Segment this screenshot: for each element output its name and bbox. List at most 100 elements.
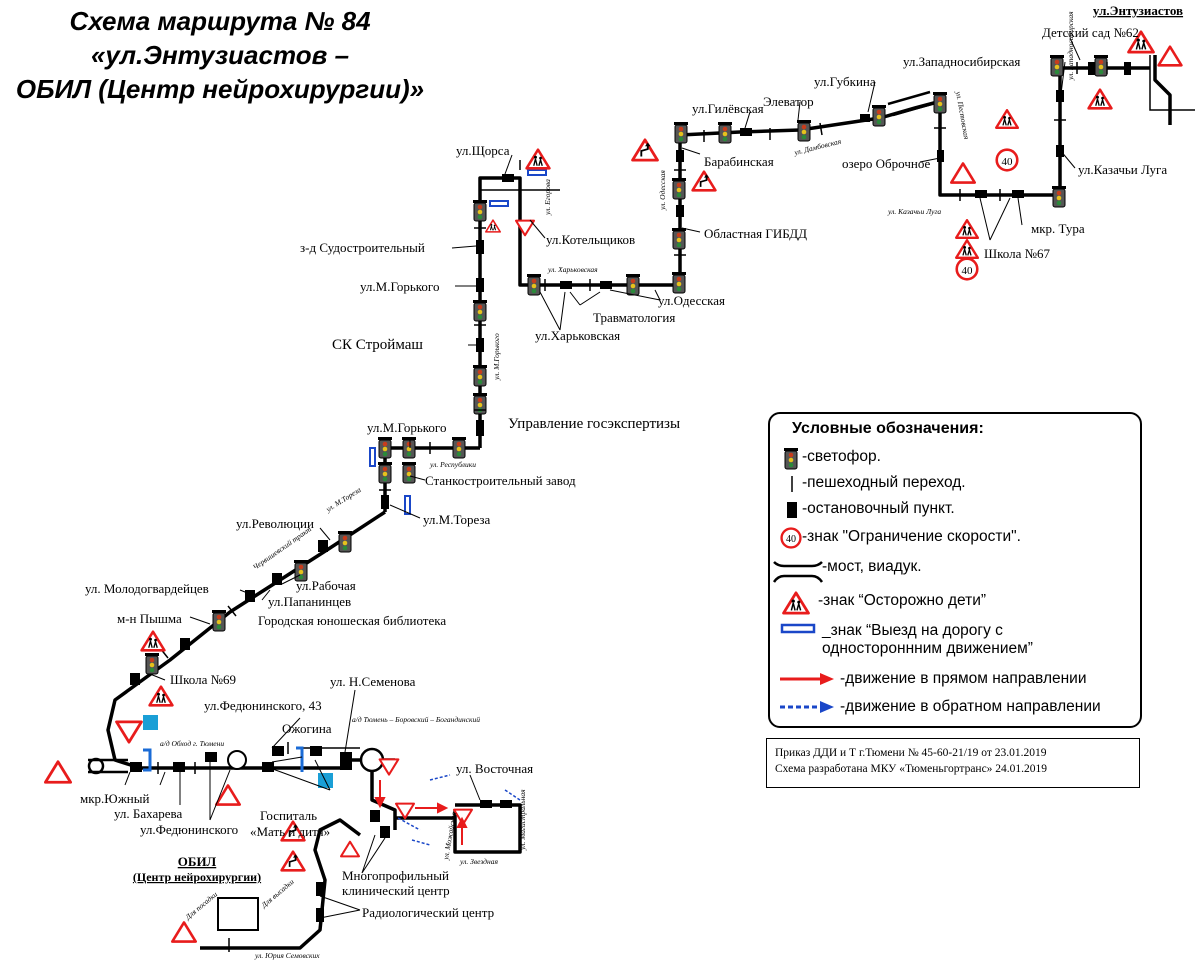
bus-stops	[130, 62, 1131, 922]
street-label: а/д Обход г. Тюмени	[160, 739, 224, 748]
stop-label: Станкостроительный завод	[425, 473, 576, 488]
legend: Условные обозначения: -светофор. -пешехо…	[768, 412, 1142, 728]
street-label: ул. Магистральная	[518, 789, 527, 851]
leader-lines	[124, 37, 1081, 919]
order-note: Приказ ДДИ и Т г.Тюмени № 45-60-21/19 от…	[766, 738, 1140, 788]
stop-label: (Центр нейрохирургии)	[133, 870, 261, 884]
stop-label: ул.М.Горького	[367, 420, 446, 435]
stop-label: ул.М.Горького	[360, 279, 439, 294]
stop-label: ул.Харьковская	[535, 328, 620, 343]
stop-label: ул.Федюнинского	[140, 822, 238, 837]
legend-label: -знак "Ограничение скорости".	[802, 528, 1021, 545]
stop-label: Травматология	[593, 310, 675, 325]
street-label: Для высадки	[259, 877, 296, 910]
legend-label: -знак “Осторожно дети”	[818, 592, 987, 609]
legend-item: -остановочный пункт.	[770, 496, 1140, 526]
order-line: Приказ ДДИ и Т г.Тюмени № 45-60-21/19 от…	[775, 747, 1047, 759]
stop-label: ул. Восточная	[456, 761, 533, 776]
stop-label: ул.Федюнинского, 43	[204, 698, 322, 713]
pedestrian-crossing-icon	[791, 476, 793, 492]
forward-arrow-icon	[780, 673, 834, 685]
stop-label: мкр.Южный	[80, 791, 149, 806]
street-label: ул. Харьковская	[547, 265, 598, 274]
street-label: ул. Пестовская	[954, 90, 972, 141]
speed-limit-signs: 40 40	[955, 148, 1019, 281]
bus-stop-icon	[787, 502, 797, 518]
stop-label: ул.Рабочая	[296, 578, 356, 593]
children-warning-sign-icon	[782, 591, 810, 615]
stop-label: ул. Бахарева	[114, 806, 182, 821]
one-way-exit-sign-icon	[780, 623, 816, 634]
legend-item: -пешеходный переход.	[770, 470, 1140, 500]
legend-label: -движение в обратном направлении	[840, 698, 1101, 715]
stop-label: ул. Н.Семенова	[330, 674, 416, 689]
stop-label: Многопрофильный	[342, 868, 449, 883]
stop-labels: ул.Энтузиастов Детский сад №62 ул.Западн…	[80, 3, 1183, 920]
stop-label: ул.Гилёвская	[692, 101, 764, 116]
pedestrian-crossings	[157, 62, 1108, 952]
legend-item: -знак “Осторожно дети”	[770, 588, 1140, 618]
legend-title: Условные обозначения:	[792, 420, 984, 437]
stop-label: ул.Энтузиастов	[1093, 3, 1183, 18]
stop-label: Школа №69	[170, 672, 236, 687]
street-label: ул. Юрия Семовских	[254, 951, 320, 960]
stop-label: ул.Одесская	[658, 293, 725, 308]
one-way-exit-signs	[369, 169, 547, 515]
stop-label: клинический центр	[342, 883, 450, 898]
bridge-icon	[772, 561, 824, 583]
reverse-arrows	[397, 774, 521, 846]
legend-label: -мост, виадук.	[822, 558, 922, 575]
legend-item: 40 -знак "Ограничение скорости".	[770, 524, 1140, 554]
stop-label: Областная ГИБДД	[704, 226, 807, 241]
stop-label: Радиологический центр	[362, 905, 494, 920]
stop-label: Элеватор	[763, 94, 814, 109]
bridge-icon	[87, 90, 936, 775]
street-label: ул. М.Тореза	[323, 485, 362, 514]
speed-value: 40	[962, 265, 974, 277]
legend-item: -светофор.	[770, 444, 1140, 474]
speed-value: 40	[786, 534, 796, 545]
obil-building	[217, 897, 259, 931]
stop-label: м-н Пышма	[117, 611, 182, 626]
stop-label: Детский сад №62	[1042, 25, 1139, 40]
map-title-line: «ул.Энтузиастов –	[90, 40, 350, 70]
legend-label: -движение в прямом направлении	[840, 670, 1087, 687]
legend-label: _знак “Выезд на дорогу с	[822, 622, 1003, 639]
stop-label: Городская юношеская библиотека	[258, 613, 446, 628]
street-label: ул. М.Горького	[492, 333, 501, 381]
stop-label: з-д Судостроительный	[300, 240, 425, 255]
stop-label: СК Строймаш	[332, 337, 423, 353]
street-label: ул. Западносибирская	[1066, 11, 1075, 81]
roundabout	[227, 750, 247, 770]
stop-label: ул.Революции	[236, 516, 314, 531]
street-label: ул. Одесская	[658, 170, 667, 211]
map-title: Схема маршрута № 84 «ул.Энтузиастов – ОБ…	[0, 4, 440, 106]
map-title-line: Схема маршрута № 84	[69, 6, 371, 36]
speed-limit-sign-icon: 40	[780, 527, 802, 549]
legend-item: _знак “Выезд на дорогу с одностороннним …	[770, 618, 1140, 662]
speed-value: 40	[1002, 156, 1014, 168]
street-label: а/д Тюмень – Боровский – Богандинский	[352, 715, 480, 724]
legend-label: одностороннним движением”	[822, 640, 1033, 657]
forward-arrows	[374, 780, 468, 845]
stop-label: ОБИЛ	[178, 854, 217, 869]
order-line: Схема разработана МКУ «Тюменьгортранс» 2…	[775, 763, 1048, 775]
stop-label: мкр. Тура	[1031, 221, 1085, 236]
street-label: ул. Егорова	[543, 179, 552, 216]
stop-label: Школа №67	[984, 246, 1051, 261]
stop-label: ул.Западносибирская	[903, 54, 1020, 69]
stop-label: Госпиталь	[260, 808, 317, 823]
blue-brackets	[143, 746, 304, 772]
reverse-arrow-icon	[780, 701, 834, 713]
stop-label: ул.М.Тореза	[423, 512, 491, 527]
street-label: ул. Звездная	[459, 857, 498, 866]
stop-label: ул.Щорса	[456, 143, 510, 158]
stop-label: Барабинская	[704, 154, 774, 169]
stop-label: Управление госэкспертизы	[508, 416, 680, 432]
legend-item: -мост, виадук.	[770, 554, 1140, 584]
street-label: ул. Казачьи Луга	[887, 207, 941, 216]
stop-label: ул.Котельщиков	[546, 232, 635, 247]
street-label: Для посадки	[183, 890, 219, 923]
legend-item: -движение в прямом направлении	[770, 666, 1140, 696]
